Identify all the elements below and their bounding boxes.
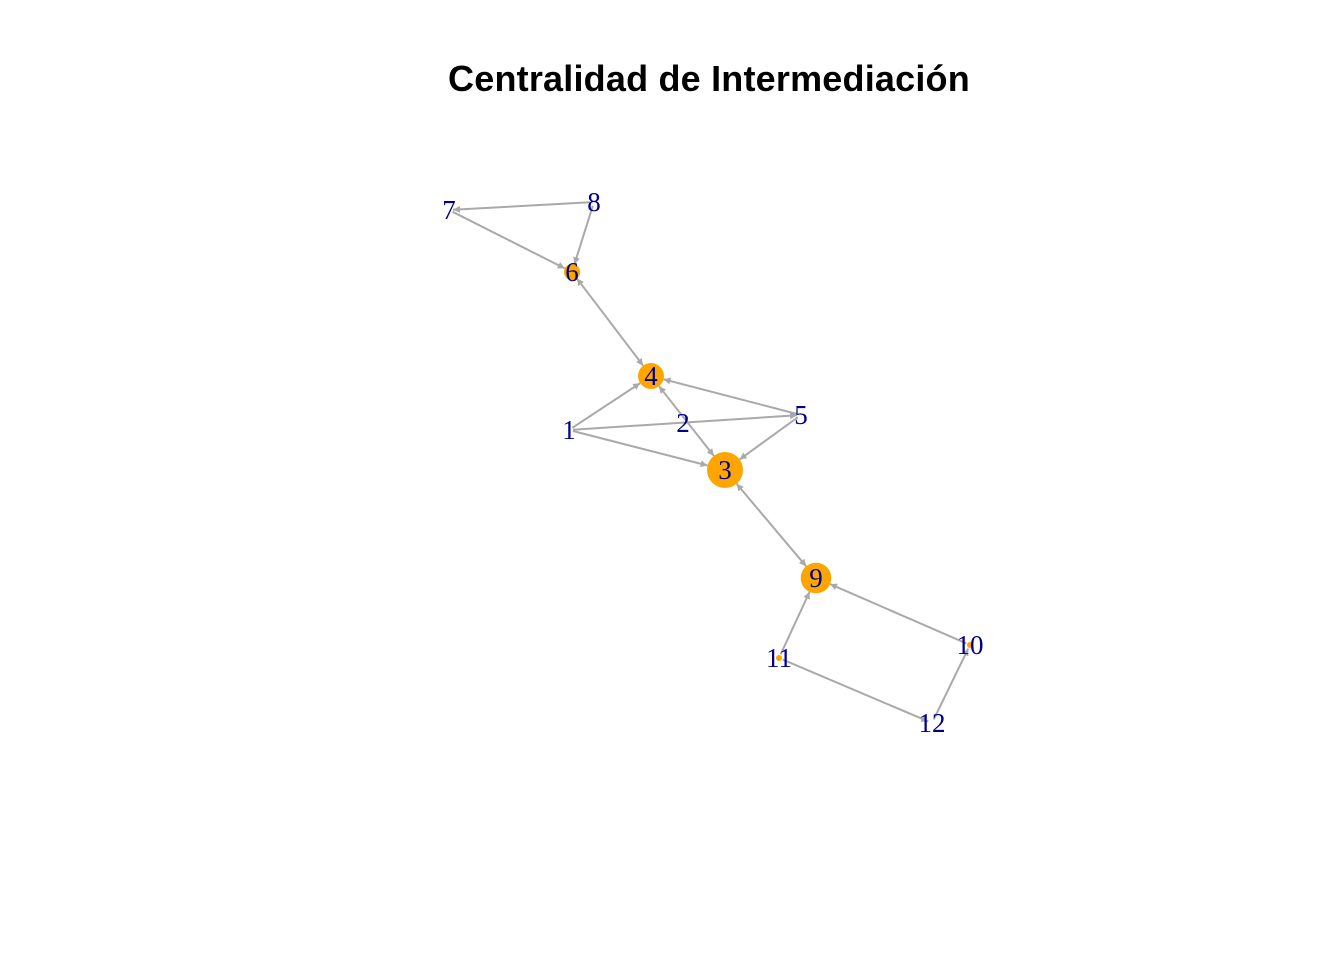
node-10: 10 — [957, 630, 984, 660]
edge-12-10 — [932, 648, 970, 720]
edge-11-9 — [779, 591, 811, 655]
node-1: 1 — [562, 415, 576, 445]
node-6: 6 — [563, 257, 581, 287]
node-5: 5 — [794, 400, 808, 430]
node-label-2: 2 — [676, 408, 690, 438]
node-circle-4 — [638, 363, 664, 389]
edge-8-6 — [573, 205, 594, 265]
edge-3-9 — [735, 483, 807, 567]
node-label-1: 1 — [562, 415, 576, 445]
node-label-10: 10 — [957, 630, 984, 660]
node-12: 12 — [919, 708, 946, 738]
edge-5-4 — [663, 377, 798, 415]
edge-1-3 — [572, 430, 708, 468]
node-label-6: 6 — [565, 257, 579, 287]
edge-1-4 — [571, 382, 641, 429]
edge-8-7 — [452, 201, 591, 213]
node-label-4: 4 — [644, 361, 658, 391]
chart-title: Centralidad de Intermediación — [448, 58, 970, 99]
node-3: 3 — [707, 452, 743, 488]
node-8: 8 — [587, 187, 601, 217]
node-label-11: 11 — [766, 643, 792, 673]
node-label-5: 5 — [794, 400, 808, 430]
edge-7-6 — [452, 210, 566, 270]
node-7: 7 — [442, 195, 456, 225]
node-9: 9 — [800, 562, 832, 594]
edge-6-4 — [576, 277, 644, 367]
node-label-7: 7 — [442, 195, 456, 225]
node-circle-9 — [800, 562, 832, 594]
node-circle-6 — [563, 263, 581, 281]
edge-10-9 — [829, 583, 967, 645]
edge-11-12 — [782, 658, 929, 723]
node-label-3: 3 — [718, 455, 732, 485]
node-2: 2 — [676, 408, 690, 438]
node-label-9: 9 — [809, 563, 823, 593]
node-label-12: 12 — [919, 708, 946, 738]
edge-4-3 — [658, 385, 715, 457]
edge-5-3 — [738, 416, 799, 461]
node-label-8: 8 — [587, 187, 601, 217]
edges-layer — [452, 201, 970, 723]
node-4: 4 — [638, 361, 664, 391]
node-circle-10 — [967, 642, 973, 648]
node-11: 11 — [766, 643, 792, 673]
node-circle-11 — [776, 655, 782, 661]
node-circle-3 — [707, 452, 743, 488]
